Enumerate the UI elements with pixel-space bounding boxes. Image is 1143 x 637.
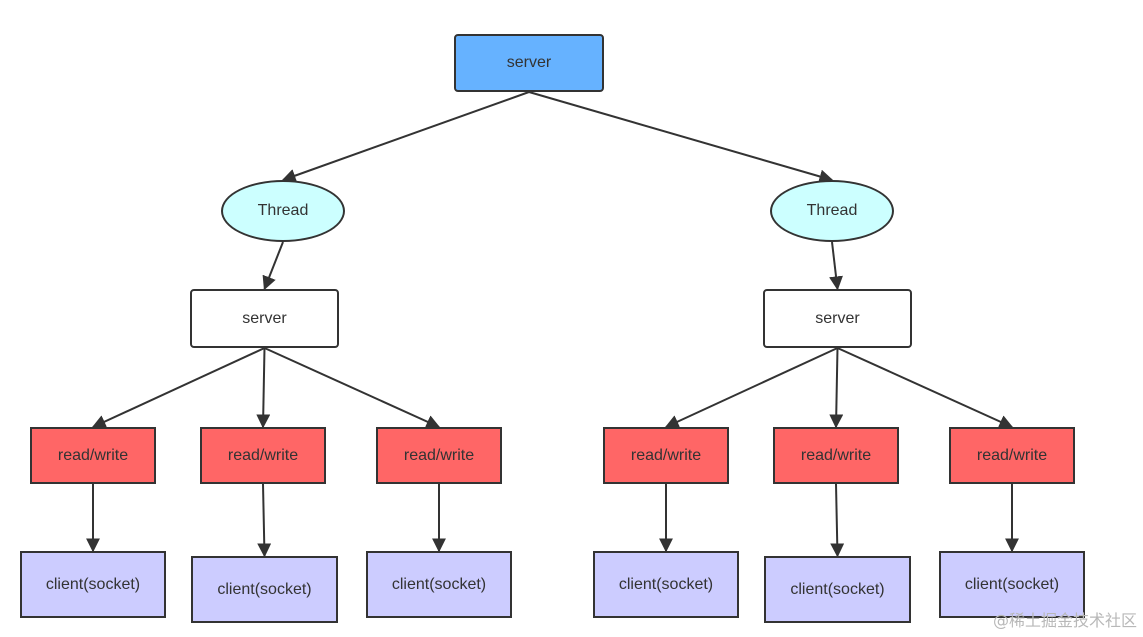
client-socket-label: client(socket): [618, 575, 714, 593]
read-write-node-left-3: read/write: [376, 427, 502, 484]
connector-arrow-server_left-to-rw_l3: [264, 347, 441, 429]
thread-right-label: Thread: [806, 202, 858, 219]
server-left-label: server: [242, 309, 287, 327]
read-write-label: read/write: [227, 446, 299, 464]
read-write-label: read/write: [57, 446, 129, 464]
thread-node-left: Thread: [221, 180, 345, 242]
connector-arrow-server_right-to-rw_r1: [664, 347, 838, 429]
connector-arrow-server_right-to-rw_r2: [829, 347, 844, 429]
read-write-node-left-2: read/write: [200, 427, 326, 484]
read-write-node-right-3: read/write: [949, 427, 1075, 484]
read-write-node-left-1: read/write: [30, 427, 156, 484]
root-server-label: server: [506, 54, 552, 71]
server-right-label: server: [815, 309, 860, 327]
client-socket-node-right-3: client(socket): [939, 551, 1085, 618]
client-socket-label: client(socket): [217, 580, 312, 598]
connector-arrow-server_left-to-rw_l1: [91, 347, 265, 429]
connector-arrow-rw_r2-to-client_r2: [830, 483, 845, 558]
watermark-text: @稀土掘金技术社区: [992, 611, 1137, 630]
client-socket-label: client(socket): [790, 580, 885, 598]
connector-arrow-root_server-to-thread_right: [528, 91, 834, 184]
server-node-left: server: [190, 289, 339, 348]
read-write-node-right-2: read/write: [773, 427, 899, 484]
client-socket-label: client(socket): [391, 575, 487, 593]
server-node-right: server: [763, 289, 912, 348]
client-socket-node-left-2: client(socket): [191, 556, 338, 623]
connector-arrow-server_right-to-rw_r3: [837, 347, 1014, 429]
thread-left-label: Thread: [257, 202, 309, 219]
client-socket-node-left-3: client(socket): [366, 551, 512, 618]
client-socket-node-right-2: client(socket): [764, 556, 911, 623]
connector-arrow-root_server-to-thread_left: [281, 91, 530, 183]
connector-arrow-rw_l2-to-client_l2: [257, 483, 272, 558]
root-server-node: server: [454, 34, 604, 92]
connector-arrow-server_left-to-rw_l2: [256, 347, 271, 429]
read-write-label: read/write: [976, 446, 1048, 464]
read-write-node-right-1: read/write: [603, 427, 729, 484]
read-write-label: read/write: [630, 446, 702, 464]
client-socket-node-right-1: client(socket): [593, 551, 739, 618]
client-socket-node-left-1: client(socket): [20, 551, 166, 618]
thread-node-right: Thread: [770, 180, 894, 242]
client-socket-label: client(socket): [964, 575, 1060, 593]
connector-arrow-thread_left-to-server_left: [262, 241, 284, 291]
connector-arrow-thread_right-to-server_right: [829, 241, 843, 291]
read-write-label: read/write: [800, 446, 872, 464]
client-socket-label: client(socket): [45, 575, 141, 593]
read-write-label: read/write: [403, 446, 475, 464]
